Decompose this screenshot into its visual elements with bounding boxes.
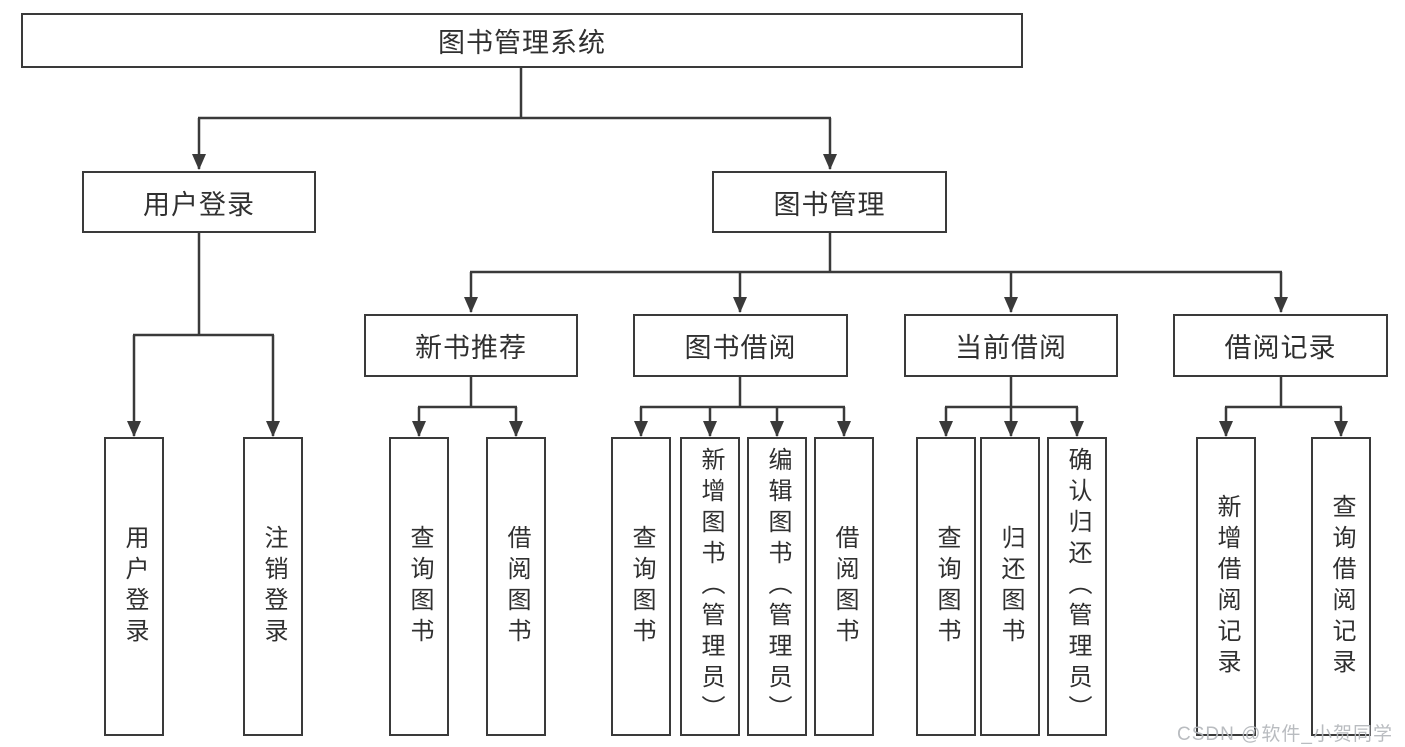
node-label: 用户登录 <box>143 189 255 220</box>
leaf-label: 查询图书 <box>933 524 960 649</box>
leaf-query-borrow-record: 查询借阅记录 <box>1311 437 1371 736</box>
leaf-label: 新增图书（管理员） <box>697 447 724 726</box>
node-label: 新书推荐 <box>415 333 527 363</box>
leaf-return-books: 归还图书 <box>980 437 1040 736</box>
node-library-management-system: 图书管理系统 <box>21 13 1023 68</box>
leaf-label: 查询图书 <box>406 524 433 649</box>
leaf-label: 查询借阅记录 <box>1328 493 1355 680</box>
leaf-query-books-current: 查询图书 <box>916 437 976 736</box>
leaf-label: 注销登录 <box>260 524 287 649</box>
leaf-borrow-books-borrowing: 借阅图书 <box>814 437 874 736</box>
node-book-borrowing: 图书借阅 <box>633 314 848 377</box>
leaf-logout: 注销登录 <box>243 437 303 736</box>
leaf-add-books-admin: 新增图书（管理员） <box>680 437 740 736</box>
node-book-management: 图书管理 <box>712 171 947 233</box>
leaf-label: 新增借阅记录 <box>1213 493 1240 680</box>
leaf-confirm-return-admin: 确认归还（管理员） <box>1047 437 1107 736</box>
leaf-borrow-books-recommend: 借阅图书 <box>486 437 546 736</box>
node-borrowing-records: 借阅记录 <box>1173 314 1388 377</box>
leaf-label: 查询图书 <box>628 524 655 649</box>
leaf-label: 借阅图书 <box>831 524 858 649</box>
node-label: 图书借阅 <box>684 333 797 363</box>
leaf-label: 确认归还（管理员） <box>1064 447 1091 726</box>
leaf-user-login: 用户登录 <box>104 437 164 736</box>
leaf-query-books-recommend: 查询图书 <box>389 437 449 736</box>
leaf-label: 归还图书 <box>997 524 1024 649</box>
node-label: 图书管理 <box>773 189 886 220</box>
leaf-label: 用户登录 <box>121 524 148 649</box>
leaf-label: 借阅图书 <box>503 524 530 649</box>
leaf-add-borrow-record: 新增借阅记录 <box>1196 437 1256 736</box>
leaf-label: 编辑图书（管理员） <box>764 447 791 726</box>
csdn-watermark: CSDN @软件_小贺同学 <box>1177 724 1393 745</box>
node-current-borrowing: 当前借阅 <box>904 314 1118 377</box>
leaf-query-books-borrowing: 查询图书 <box>611 437 671 736</box>
node-label: 当前借阅 <box>955 333 1067 363</box>
node-label: 图书管理系统 <box>438 28 606 58</box>
leaf-edit-books-admin: 编辑图书（管理员） <box>747 437 807 736</box>
node-label: 借阅记录 <box>1224 333 1337 363</box>
node-new-book-recommend: 新书推荐 <box>364 314 578 377</box>
node-user-login: 用户登录 <box>82 171 316 233</box>
